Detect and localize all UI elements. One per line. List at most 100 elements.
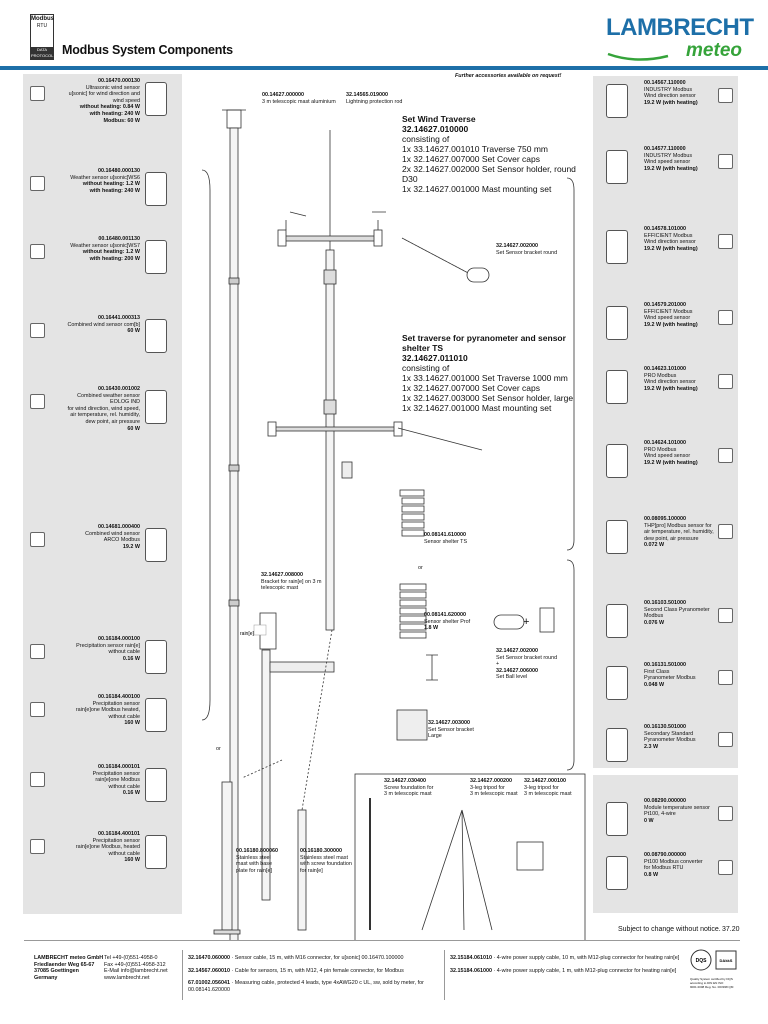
shelter-ts-desc: Sensor shelter TS [424,538,468,545]
right-item-code: 00.14578.101000 [644,226,686,232]
mode-icon [30,394,45,409]
right-item-code: 00.14567.110000 [644,80,686,86]
right-item-code: 00.14577.110000 [644,146,686,152]
sensor-device-icon [606,728,628,762]
mode-icon [30,532,45,547]
steel-screw-desc-0: Stainless steel mast [300,854,348,861]
combo-code-2: 32.14627.006000 [496,667,538,674]
bracket-round-label: 32.14627.002000 Set Sensor bracket round [496,243,557,256]
steel-base-desc-0: Stainless steel [236,854,271,861]
left-item-desc: without cable [108,713,140,720]
right-item-code: 00.08095.100000 [644,516,686,522]
right-item-power: 0.048 W [644,681,665,688]
left-item-power: 160 W [124,857,140,864]
shelter-prof-label: 00.08141.620000 Sensor shelter Prof 1.8 … [424,612,470,632]
large-bracket-label: 32.14627.003000 Set Sensor bracket Large [428,720,474,740]
mast-diagram: rain[e] [201,109,586,940]
tripod-clamp-shape [516,841,544,871]
sensor-device-icon [145,390,167,424]
right-item-desc: Pyranometer Modbus [644,737,696,744]
screw-foundation-label: 32.14627.030400 Screw foundation for 3 m… [384,778,433,798]
sensor-device-icon [606,370,628,404]
sensor-device-icon [606,520,628,554]
mode-icon [718,88,733,103]
right-item-desc: Pt100 Modbus converter [644,858,703,865]
left-item-code: 00.16441.000313 [98,315,140,321]
large-bracket-desc2: Large [428,733,442,740]
right-item-desc: Wind speed sensor [644,453,691,460]
cert-seal-icon: DQS DAkkS [690,949,737,971]
sensor-device-icon [606,604,628,638]
main-mast [325,249,335,631]
left-item-desc: ARCO Modbus [103,537,140,544]
combo-desc-1: Set Sensor bracket round [496,654,558,661]
shelter-prof-desc: Sensor shelter Prof [424,618,471,625]
mode-icon [30,176,45,191]
cable-desc: · Sensor cable, 15 m, with M16 connector… [229,955,404,961]
left-item-code: 00.16470.000130 [98,78,140,84]
company-name: LAMBRECHT meteo GmbH [34,955,104,961]
right-item-code: 00.16103.501000 [644,600,686,606]
mast-label: 00.14627.000000 3 m telescopic mast alum… [262,92,336,105]
modbus-logo-text: Modbus [31,16,54,22]
steel-base-code: 00.16180.800060 [236,848,278,854]
foundation-box [354,773,586,940]
pyranometer-traverse-title: Set traverse for pyranometer and sensor … [402,333,566,353]
change-notice: Subject to change without notice. [618,926,721,933]
tripod2-desc-1: 3 m telescopic mast [524,791,572,798]
right-item-power: 0 W [644,817,654,824]
left-item-desc: rain[e]one Modbus, heated [75,844,140,851]
wind-traverse [281,235,379,242]
or-label-2: or [216,746,221,752]
right-item-desc: INDUSTRY Modbus [644,86,693,93]
contact-web[interactable]: www.lambrecht.net [104,974,150,981]
sensor-device-icon [145,768,167,802]
left-item-code: 00.16430.001002 [98,386,140,392]
wind-traverse-title: Set Wind Traverse [402,114,476,124]
mode-icon [718,670,733,685]
screw-foundation-desc-1: 3 m telescopic mast [384,791,432,798]
mast-top-cap [226,109,242,129]
mode-icon [718,234,733,249]
company-contact: Tel +49-(0)551-4958-0 Fax +49-(0)551-495… [104,955,168,981]
large-bracket-code: 32.14627.003000 [428,720,470,726]
right-item-power: 19.2 W (with heating) [644,385,698,392]
right-panel [593,76,738,768]
rain-bracket-desc2: telescopic mast [261,585,299,592]
company-street: Friedlaender Weg 65-67 [34,961,95,968]
cable-desc: · Cable for sensors, 15 m, with M12, 4 p… [229,967,404,974]
mode-icon [30,702,45,717]
left-item-power: 0.16 W [122,790,140,797]
left-item-desc: air temperature, rel. humidity, [70,412,140,419]
cable-list-mid: 32.16470.060000 · Sensor cable, 15 m, wi… [188,955,438,999]
right-item-power: 19.2 W (with heating) [644,245,698,252]
steel-base-desc-2: plate for rain[e] [236,867,272,874]
mode-icon [30,244,45,259]
tripod-desc-0: 3-leg tripod for [470,784,505,791]
left-item-code: 00.16480.001130 [98,236,140,242]
right-brace-top [566,177,575,551]
mast-desc: 3 m telescopic mast aluminium [262,98,336,105]
left-item-power: without heating: 1.2 W [82,181,140,188]
mode-icon [718,154,733,169]
left-item-desc: Precipitation sensor [92,837,140,844]
right-panel-lower [593,775,738,913]
company-country: Germany [34,974,58,981]
right-item-desc: First Class [644,668,670,675]
left-item-code: 00.16184.000100 [98,636,140,642]
tripod-shape [421,809,493,931]
right-item-desc: air temperature, rel. humidity, [644,529,714,536]
left-item-power: with heating: 240 W [89,110,140,117]
contact-email[interactable]: E-Mail info@lambrecht.net [104,968,168,975]
mode-icon [718,806,733,821]
combo-label: 32.14627.002000 Set Sensor bracket round… [496,648,557,681]
traverse-part-line: 1x 32.14627.001000 Mast mounting set [402,403,552,413]
mode-icon [30,772,45,787]
